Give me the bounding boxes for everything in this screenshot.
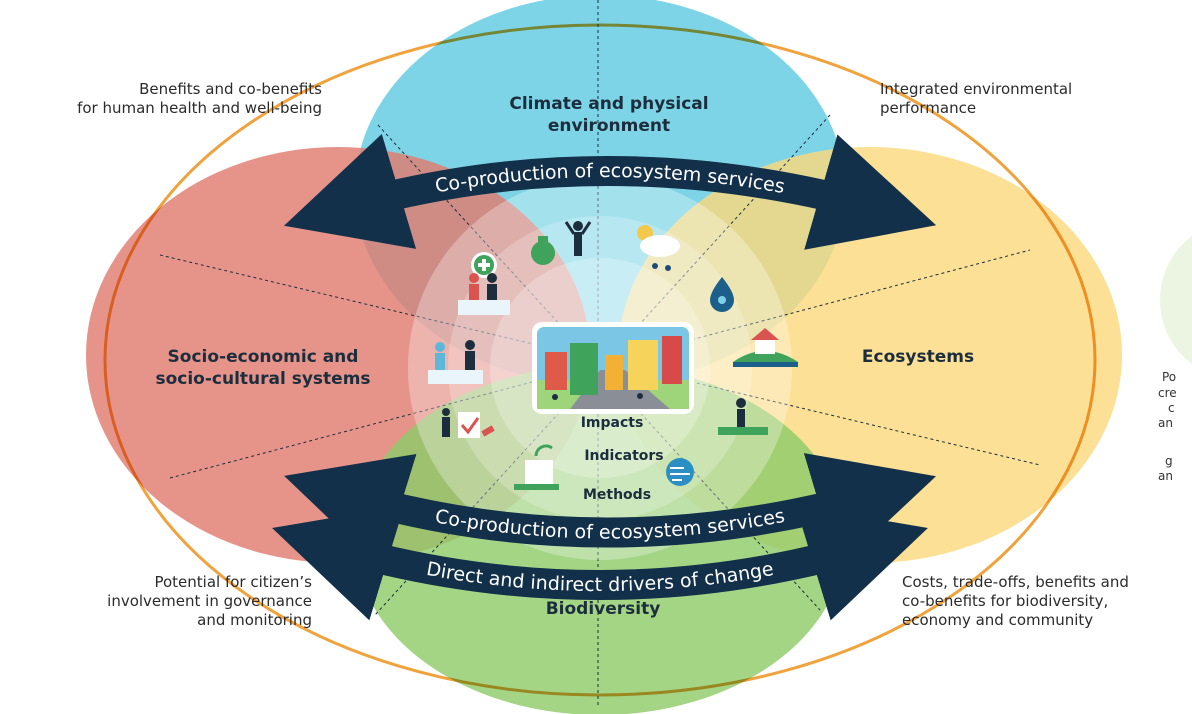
circle-label-climate-line-2: environment	[548, 116, 670, 136]
people-icon	[458, 273, 510, 315]
corner-text-top-right: Integrated environmental performance	[880, 80, 1073, 117]
circle-label-biodiversity: Biodiversity	[546, 599, 661, 619]
side-fragment-1: Po	[1162, 370, 1177, 384]
center-label-indicators: Indicators	[584, 448, 663, 464]
side-fragment-4: an	[1158, 416, 1173, 430]
corner-text-bottom-left: Potential for citizen’s involvement in g…	[107, 573, 312, 629]
side-fragment-2: cre	[1158, 386, 1177, 400]
circle-label-climate: Climate and physical environment	[509, 94, 708, 136]
circle-label-socio-line-2: socio-cultural systems	[155, 369, 370, 389]
corner-text-bottom-right: Costs, trade-offs, benefits and co-benef…	[902, 573, 1129, 629]
house-landscape-icon	[733, 328, 798, 367]
circle-label-socio-line-1: Socio-economic and	[168, 347, 359, 367]
center-label-impacts: Impacts	[581, 415, 644, 431]
arrow-bottom-2: Direct and indirect drivers of change	[272, 505, 928, 621]
center-label-methods: Methods	[583, 487, 651, 503]
person-nature-icon	[718, 398, 768, 435]
wind-icon	[666, 458, 694, 486]
side-fragment-6: an	[1158, 469, 1173, 483]
side-fragment-3: c	[1168, 401, 1175, 415]
checklist-icon	[442, 408, 495, 438]
circle-label-ecosystems: Ecosystems	[862, 347, 974, 367]
handshake-icon	[428, 340, 483, 384]
health-cross-icon	[471, 252, 497, 278]
side-fragment-5: g	[1165, 454, 1173, 468]
circle-label-climate-line-1: Climate and physical	[509, 94, 708, 114]
water-drop-icon	[710, 277, 734, 312]
side-circle-partial	[1160, 236, 1192, 364]
corner-text-top-left: Benefits and co-benefits for human healt…	[77, 80, 322, 117]
city-scene-icon	[532, 322, 694, 414]
circle-label-socio: Socio-economic and socio-cultural system…	[155, 347, 370, 389]
